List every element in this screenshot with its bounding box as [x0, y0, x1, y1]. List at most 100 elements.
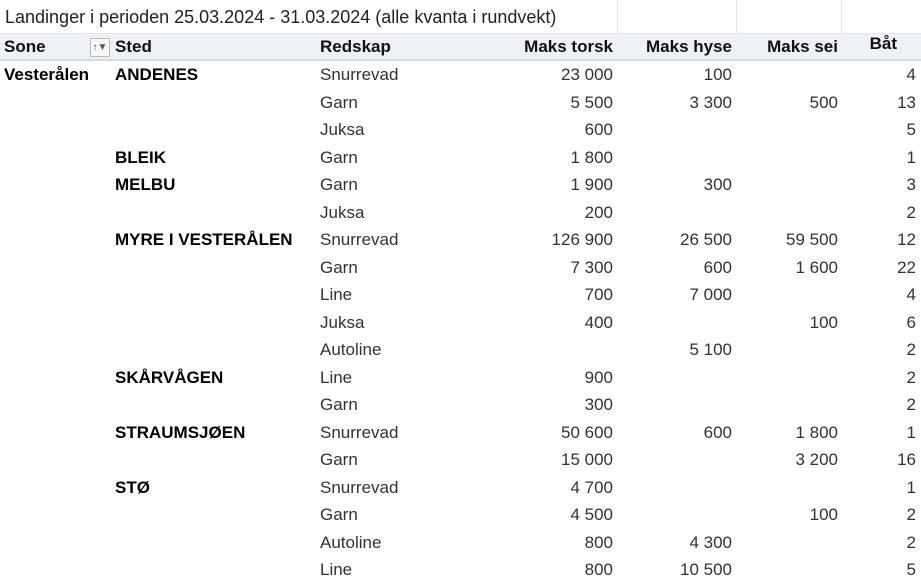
maks-torsk-cell[interactable]: 400	[584, 312, 613, 332]
header-sted[interactable]: Sted	[115, 37, 152, 56]
maks-torsk-cell[interactable]: 4 700	[570, 477, 613, 497]
bat-cell[interactable]: 2	[906, 505, 916, 524]
sted-cell[interactable]: STRAUMSJØEN	[115, 422, 246, 442]
bat-cell[interactable]: 5	[906, 120, 916, 139]
maks-hyse-cell[interactable]: 7 000	[689, 285, 732, 304]
redskap-cell[interactable]: Line	[320, 285, 353, 304]
maks-torsk-cell[interactable]: 300	[584, 395, 613, 414]
header-sone[interactable]: Sone	[4, 37, 46, 56]
table-header: Sone ↑▼ Sted Redskap Maks torsk Maks hys…	[0, 34, 921, 61]
bat-cell[interactable]: 3	[906, 175, 916, 194]
bat-cell[interactable]: 2	[906, 202, 916, 222]
redskap-cell[interactable]: Juksa	[320, 120, 365, 139]
maks-sei-cell[interactable]: 100	[809, 505, 838, 524]
maks-sei-cell[interactable]: 1 800	[795, 422, 838, 442]
table-row: SKÅRVÅGEN Line 900 2	[0, 364, 921, 392]
bat-cell[interactable]: 4	[906, 285, 916, 304]
redskap-cell[interactable]: Snurrevad	[320, 422, 399, 442]
redskap-cell[interactable]: Snurrevad	[320, 477, 399, 497]
bat-cell[interactable]: 2	[906, 532, 916, 552]
header-maks-hyse[interactable]: Maks hyse	[646, 37, 732, 56]
maks-sei-cell[interactable]: 500	[809, 92, 838, 112]
table-row: STRAUMSJØEN Snurrevad 50 600 600 1 800 1	[0, 419, 921, 447]
redskap-cell[interactable]: Garn	[320, 505, 358, 524]
maks-torsk-cell[interactable]: 23 000	[561, 65, 613, 84]
bat-cell[interactable]: 1	[906, 422, 916, 442]
maks-sei-cell[interactable]: 59 500	[786, 230, 838, 249]
bat-cell[interactable]: 2	[906, 395, 916, 414]
maks-torsk-cell[interactable]: 126 900	[551, 230, 613, 249]
table-row: MELBU Garn 1 900 300 3	[0, 171, 921, 199]
sted-cell[interactable]: MYRE I VESTERÅLEN	[115, 230, 293, 249]
redskap-cell[interactable]: Garn	[320, 257, 358, 277]
maks-torsk-cell[interactable]: 5 500	[570, 92, 613, 112]
maks-hyse-cell[interactable]: 3 300	[689, 92, 732, 112]
sted-cell[interactable]: MELBU	[115, 175, 176, 194]
table-row: BLEIK Garn 1 800 1	[0, 144, 921, 172]
maks-torsk-cell[interactable]: 900	[584, 367, 613, 387]
maks-torsk-cell[interactable]: 800	[584, 560, 613, 579]
header-maks-sei[interactable]: Maks sei	[767, 37, 838, 56]
redskap-cell[interactable]: Garn	[320, 450, 358, 469]
maks-hyse-cell[interactable]: 26 500	[680, 230, 732, 249]
maks-hyse-cell[interactable]: 5 100	[689, 340, 732, 359]
sted-cell[interactable]: BLEIK	[115, 147, 166, 167]
redskap-cell[interactable]: Autoline	[320, 532, 382, 552]
redskap-cell[interactable]: Garn	[320, 175, 358, 194]
bat-cell[interactable]: 22	[897, 257, 916, 277]
filter-sort-icon[interactable]: ↑▼	[90, 38, 110, 57]
maks-torsk-cell[interactable]: 800	[584, 532, 613, 552]
sone-cell[interactable]: Vesterålen	[4, 65, 90, 84]
table-row: Garn 4 500 100 2	[0, 501, 921, 529]
bat-cell[interactable]: 12	[897, 230, 916, 249]
bat-cell[interactable]: 2	[906, 367, 916, 387]
maks-hyse-cell[interactable]: 300	[703, 175, 732, 194]
redskap-cell[interactable]: Garn	[320, 395, 358, 414]
bat-cell[interactable]: 13	[897, 92, 916, 112]
maks-torsk-cell[interactable]: 4 500	[570, 505, 613, 524]
header-redskap[interactable]: Redskap	[320, 37, 391, 56]
maks-sei-cell[interactable]: 100	[809, 312, 838, 332]
maks-torsk-cell[interactable]: 200	[584, 202, 613, 222]
maks-hyse-cell[interactable]: 600	[703, 257, 732, 277]
maks-torsk-cell[interactable]: 15 000	[561, 450, 613, 469]
redskap-cell[interactable]: Line	[320, 367, 353, 387]
sted-cell[interactable]: STØ	[115, 477, 150, 497]
bat-cell[interactable]: 16	[897, 450, 916, 469]
maks-hyse-cell[interactable]: 600	[703, 422, 732, 442]
maks-sei-cell[interactable]: 3 200	[795, 450, 838, 469]
bat-cell[interactable]: 4	[906, 65, 916, 84]
maks-torsk-cell[interactable]: 1 900	[570, 175, 613, 194]
redskap-cell[interactable]: Autoline	[320, 340, 382, 359]
redskap-cell[interactable]: Juksa	[320, 312, 365, 332]
redskap-cell[interactable]: Garn	[320, 147, 358, 167]
maks-torsk-cell[interactable]: 7 300	[570, 257, 613, 277]
bat-cell[interactable]: 5	[906, 560, 916, 579]
table-row: MYRE I VESTERÅLEN Snurrevad 126 900 26 500 5…	[0, 226, 921, 254]
table-row: Juksa 400 100 6	[0, 309, 921, 337]
bat-cell[interactable]: 1	[906, 477, 916, 497]
redskap-cell[interactable]: Garn	[320, 92, 358, 112]
table-row: Garn 15 000 3 200 16	[0, 446, 921, 474]
bat-cell[interactable]: 1	[906, 147, 916, 167]
redskap-cell[interactable]: Snurrevad	[320, 230, 399, 249]
header-bat[interactable]: Båt	[869, 34, 897, 53]
header-maks-torsk[interactable]: Maks torsk	[524, 37, 613, 56]
redskap-cell[interactable]: Snurrevad	[320, 65, 399, 84]
maks-hyse-cell[interactable]: 100	[703, 65, 732, 84]
table-row: Juksa 200 2	[0, 199, 921, 227]
table-row: Garn 5 500 3 300 500 13	[0, 89, 921, 117]
redskap-cell[interactable]: Line	[320, 560, 353, 579]
sted-cell[interactable]: ANDENES	[115, 65, 199, 84]
redskap-cell[interactable]: Juksa	[320, 202, 365, 222]
maks-torsk-cell[interactable]: 50 600	[561, 422, 613, 442]
bat-cell[interactable]: 6	[906, 312, 916, 332]
maks-torsk-cell[interactable]: 600	[584, 120, 613, 139]
maks-torsk-cell[interactable]: 1 800	[570, 147, 613, 167]
sted-cell[interactable]: SKÅRVÅGEN	[115, 367, 224, 387]
maks-hyse-cell[interactable]: 10 500	[680, 560, 732, 579]
maks-torsk-cell[interactable]: 700	[584, 285, 613, 304]
bat-cell[interactable]: 2	[906, 340, 916, 359]
maks-hyse-cell[interactable]: 4 300	[689, 532, 732, 552]
maks-sei-cell[interactable]: 1 600	[795, 257, 838, 277]
